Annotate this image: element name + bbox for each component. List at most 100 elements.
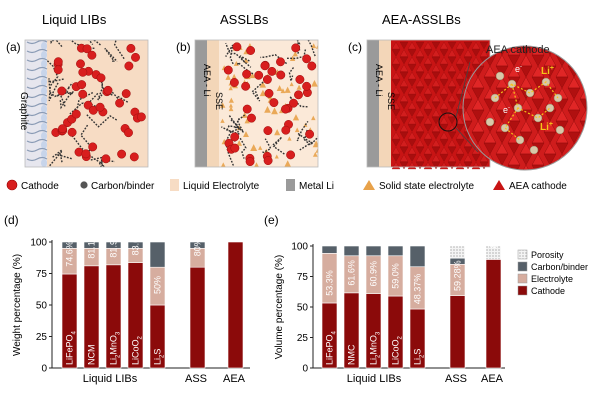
- cathode-particle: [57, 86, 67, 96]
- category-label: Li2S: [413, 349, 426, 365]
- sse-particle: [284, 86, 291, 93]
- value-label: 50%: [153, 276, 163, 294]
- y-tick-label: 75: [36, 269, 48, 280]
- cathode-particle: [67, 127, 77, 137]
- sse-particle: [233, 60, 239, 66]
- carbon-chain: [271, 136, 285, 155]
- sse-particle: [287, 136, 292, 141]
- cathode-particle: [281, 104, 290, 114]
- cathode-particle: [88, 142, 98, 152]
- value-label: 53.3%: [325, 270, 335, 296]
- cathode-particle: [126, 43, 136, 53]
- carbon-chain: [97, 80, 105, 101]
- carbon-chain: [58, 89, 73, 107]
- carbon-chain: [51, 148, 64, 163]
- legend-carbon-label: Carbon/binder: [91, 181, 155, 192]
- panel-a-schematic: (a) Graphite: [6, 39, 149, 168]
- cathode-particle: [269, 98, 279, 108]
- cathode-particle: [264, 88, 274, 98]
- cathode-particle: [229, 78, 239, 87]
- aea-cathode-zoom: AEA cathode Li+ Li+ e- e-: [462, 44, 588, 171]
- value-label: 61.6%: [347, 260, 357, 286]
- value-label: 74.6%: [65, 241, 75, 267]
- sse-particle: [231, 73, 237, 80]
- legend-metal-li-swatch: [286, 179, 295, 191]
- bar-carbon: [387, 245, 404, 257]
- y-tick-label: 50: [297, 303, 309, 314]
- li-ion-label-2: Li+: [540, 121, 553, 133]
- bar-cathode: [189, 266, 206, 369]
- category-label: NMC: [347, 344, 357, 365]
- sse-particle: [236, 140, 243, 146]
- legend-aea-label: AEA cathode: [509, 181, 567, 192]
- carbon-chain: [69, 40, 95, 49]
- cathode-particle: [246, 46, 256, 55]
- sse-particle: [294, 127, 300, 133]
- cathode-particle: [302, 54, 312, 64]
- bar-carbon: [321, 245, 338, 254]
- cathode-particle: [87, 50, 97, 60]
- bar-carbon: [83, 241, 100, 249]
- group-label: ASS: [185, 373, 207, 385]
- panel-letter: (d): [4, 213, 19, 227]
- carbon-chain: [303, 129, 318, 146]
- legend-label-porosity: Porosity: [531, 250, 564, 260]
- category-label: Li2MnO3: [369, 331, 382, 365]
- carbon-chain: [104, 47, 118, 62]
- y-tick-label: 25: [36, 332, 48, 343]
- bar-carbon: [127, 241, 144, 249]
- sse-particle: [315, 147, 318, 153]
- panel-c-letter: (c): [348, 40, 362, 54]
- heading-asslbs: ASSLBs: [220, 12, 269, 27]
- cathode-particles: [51, 43, 146, 164]
- sse-particle: [228, 103, 233, 108]
- aea-li-label-c: AEA - Li: [374, 64, 384, 97]
- cathode-particle: [96, 73, 106, 83]
- sse-particle: [220, 162, 226, 167]
- group-label: ASS: [445, 373, 467, 385]
- sse-particle: [274, 154, 279, 159]
- group-label: AEA: [481, 373, 504, 385]
- sse-particle: [250, 144, 258, 152]
- cathode-particle: [76, 59, 85, 69]
- cathode-particle: [263, 156, 273, 166]
- sse-particle: [284, 160, 291, 167]
- carbon-chain: [48, 152, 72, 167]
- cathode-particle: [53, 65, 63, 75]
- carbon-chain: [48, 78, 64, 90]
- legend-cathode-label: Cathode: [21, 181, 59, 192]
- sse-particle: [312, 152, 318, 157]
- value-label: 48.37%: [413, 274, 423, 305]
- sse-particle: [249, 72, 256, 79]
- sse-particle: [289, 82, 294, 87]
- cathode-particle: [131, 52, 140, 62]
- cathode-particle: [124, 61, 134, 71]
- carbon-chain: [307, 40, 316, 57]
- graphite-layers: [26, 40, 48, 167]
- electron-label-1: e-: [515, 64, 522, 74]
- legend-cathode-swatch: [6, 179, 18, 191]
- cathode-particle: [232, 42, 242, 52]
- carbon-chain: [230, 114, 246, 133]
- sse-particle: [228, 97, 234, 103]
- sse-particle: [264, 106, 271, 113]
- sse-particle: [228, 86, 233, 91]
- carbon-chain: [225, 42, 246, 63]
- legend-aea-swatch: [493, 180, 505, 190]
- bar-carbon: [365, 245, 382, 257]
- y-tick-label: 100: [291, 242, 308, 253]
- carbon-chain: [225, 44, 234, 65]
- cathode-particle: [262, 75, 272, 84]
- cathode-particle: [260, 61, 270, 71]
- cathode-particle: [77, 80, 87, 90]
- sse-particle: [274, 129, 281, 136]
- carbon-chain: [88, 40, 101, 46]
- group-label: Liquid LIBs: [347, 373, 402, 385]
- value-label: 89%: [489, 230, 499, 248]
- legend-sse-label: Solid state electrolyte: [379, 181, 474, 192]
- cathode-particle: [302, 81, 312, 91]
- sse-particle: [278, 108, 284, 114]
- sse-particle: [312, 140, 318, 148]
- cathode-particle: [121, 89, 131, 99]
- cathode-particle: [81, 149, 91, 159]
